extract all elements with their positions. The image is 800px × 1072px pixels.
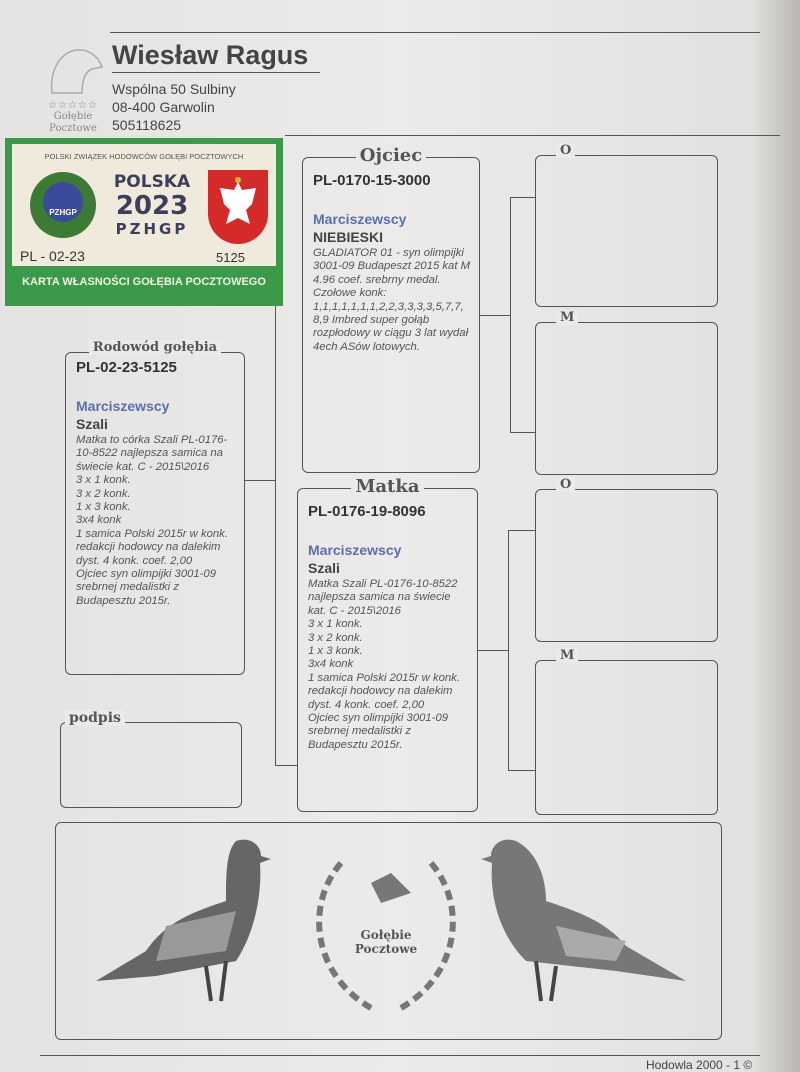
card-ring-number: 5125 xyxy=(216,250,245,265)
ownership-card: POLSKI ZWIĄZEK HODOWCÓW GOŁĘBI POCZTOWYC… xyxy=(5,138,283,306)
pigeon-pedigree-box: Rodowód gołębia PL-02-23-5125 Marciszews… xyxy=(65,340,245,675)
pigeon-name: Szali xyxy=(76,416,108,432)
polish-eagle-icon xyxy=(208,170,268,244)
pigeon-breeder: Marciszewscy xyxy=(76,398,170,414)
card-footer: KARTA WŁASNOŚCI GOŁĘBIA POCZTOWEGO xyxy=(22,276,266,288)
mother-description: Matka Szali PL-0176-10-8522 najlepsza sa… xyxy=(308,578,460,751)
mother-name: Szali xyxy=(308,560,340,576)
connector xyxy=(480,315,510,316)
connector xyxy=(510,197,511,433)
decor-panel: Gołębie Pocztowe xyxy=(55,822,722,1040)
card-year: 2023 xyxy=(115,191,189,221)
card-ring-prefix: PL - 02-23 xyxy=(20,248,85,264)
mother-breeder: Marciszewscy xyxy=(308,542,402,558)
contact-block: Wspólna 50 Sulbiny 08-400 Garwolin 50511… xyxy=(112,80,236,134)
mother-box: Matka PL-0176-19-8096 Marciszewscy Szali… xyxy=(297,476,478,812)
breeder-name: Wiesław Ragus xyxy=(112,40,309,70)
pigeon-head-icon xyxy=(50,49,103,94)
connector xyxy=(510,432,535,433)
top-rule xyxy=(110,32,760,33)
card-country: POLSKA xyxy=(113,172,191,192)
connector xyxy=(275,765,297,766)
pigeon-ring: PL-02-23-5125 xyxy=(76,359,177,376)
footer-text: Hodowla 2000 - 1 © xyxy=(646,1058,753,1072)
name-underline xyxy=(112,72,320,73)
father-ring: PL-0170-15-3000 xyxy=(313,172,431,189)
pigeon-left-illustration xyxy=(96,839,271,1002)
logo: ☆☆☆☆☆ Gołębie Pocztowe xyxy=(38,45,108,135)
father-name: NIEBIESKI xyxy=(313,229,384,245)
connector xyxy=(478,650,508,651)
grandfather-paternal-box: O xyxy=(535,143,718,307)
signature-box: podpis xyxy=(60,710,242,808)
grandmother-paternal-box: M xyxy=(535,310,718,475)
phone: 505118625 xyxy=(112,117,182,133)
connector xyxy=(508,530,535,531)
connector xyxy=(245,480,275,481)
emblem-text: Gołębie Pocztowe xyxy=(354,928,418,956)
pigeon-right-illustration xyxy=(481,839,686,1002)
connector xyxy=(510,197,535,198)
connector xyxy=(508,530,509,770)
grandmother-maternal-box: M xyxy=(535,648,718,815)
card-abbr: PZHGP xyxy=(115,220,189,238)
pzhgp-emblem: PZHGP xyxy=(30,172,96,238)
grandfather-maternal-box: O xyxy=(535,477,718,642)
laurel-wreath-icon xyxy=(316,861,456,1011)
father-breeder: Marciszewscy xyxy=(313,211,407,227)
mother-ring: PL-0176-19-8096 xyxy=(308,503,426,520)
connector xyxy=(508,770,535,771)
father-box: Ojciec PL-0170-15-3000 Marciszewscy NIEB… xyxy=(302,145,480,473)
address-line-2: 08-400 Garwolin xyxy=(112,99,215,115)
bottom-rule xyxy=(40,1055,760,1056)
card-org: POLSKI ZWIĄZEK HODOWCÓW GOŁĘBI POCZTOWYC… xyxy=(44,152,244,161)
address-line-1: Wspólna 50 Sulbiny xyxy=(112,81,236,97)
pigeon-description: Matka to córka Szali PL-0176-10-8522 naj… xyxy=(76,434,228,607)
header-rule xyxy=(285,135,780,136)
father-description: GLADIATOR 01 - syn olimpijki 3001-09 Bud… xyxy=(313,247,471,353)
connector xyxy=(275,306,276,766)
